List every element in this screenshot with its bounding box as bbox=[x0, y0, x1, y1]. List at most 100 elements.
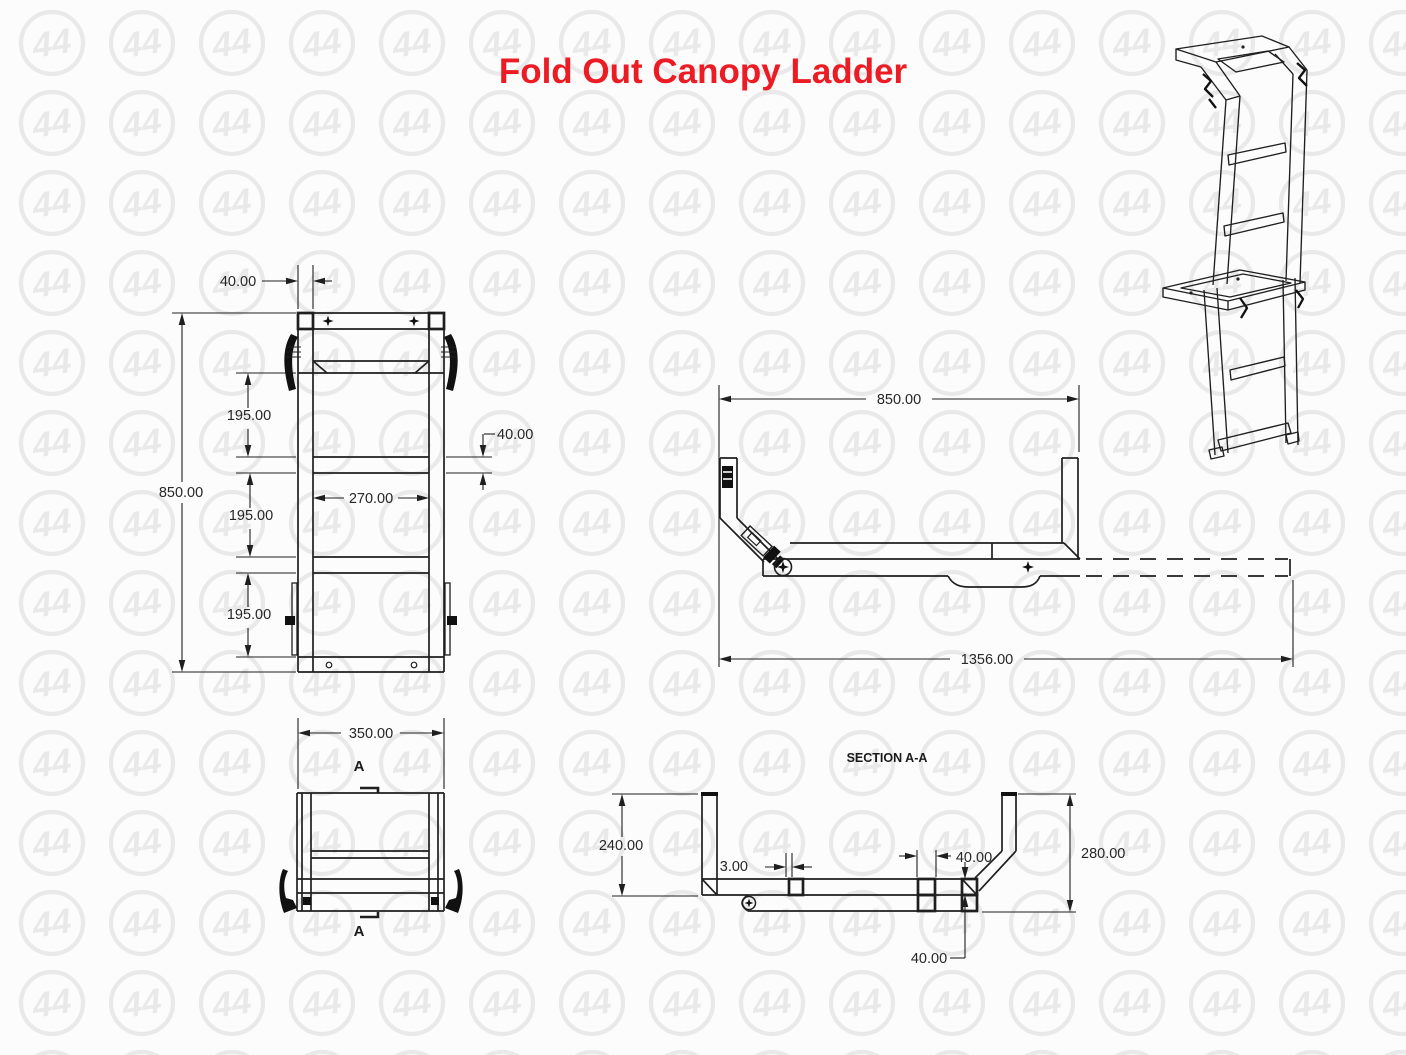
watermark-tile bbox=[921, 252, 983, 314]
watermark-tile bbox=[471, 492, 533, 554]
watermark-tile bbox=[651, 492, 713, 554]
watermark-tile bbox=[651, 812, 713, 874]
watermark-tile bbox=[1191, 492, 1253, 554]
watermark-tile bbox=[561, 172, 623, 234]
watermark-tile bbox=[201, 12, 263, 74]
watermark-tile bbox=[111, 812, 173, 874]
dim-arrow bbox=[479, 473, 487, 485]
watermark-tile bbox=[21, 732, 83, 794]
watermark-tile bbox=[1011, 972, 1073, 1034]
watermark-tile bbox=[21, 332, 83, 394]
dim-arrow bbox=[178, 660, 186, 672]
section-right-post-cap bbox=[1001, 792, 1017, 796]
center-mark-star bbox=[777, 561, 789, 573]
front-left-hinge-bolt bbox=[285, 616, 295, 625]
watermark-tile bbox=[111, 892, 173, 954]
watermark-tile bbox=[291, 652, 353, 714]
watermark-tile bbox=[561, 92, 623, 154]
watermark-tile bbox=[381, 412, 443, 474]
watermark-tile bbox=[381, 332, 443, 394]
watermark-tile bbox=[1371, 892, 1406, 954]
page-title: Fold Out Canopy Ladder bbox=[499, 52, 908, 91]
watermark-tile bbox=[291, 812, 353, 874]
watermark-tile bbox=[201, 972, 263, 1034]
watermark-tile bbox=[921, 892, 983, 954]
watermark-tile bbox=[471, 572, 533, 634]
watermark-tile bbox=[381, 12, 443, 74]
watermark-tile bbox=[1371, 652, 1406, 714]
watermark-tile bbox=[1011, 12, 1073, 74]
watermark-tile bbox=[21, 252, 83, 314]
watermark-tile bbox=[1281, 892, 1343, 954]
section-hinge-circle bbox=[741, 895, 757, 911]
watermark-tile bbox=[831, 332, 893, 394]
watermark-tile bbox=[741, 172, 803, 234]
drawing-line bbox=[719, 517, 765, 563]
front-left-latch bbox=[284, 334, 298, 391]
watermark-tile bbox=[921, 732, 983, 794]
dim-arrow bbox=[792, 863, 804, 871]
iso-head-left-slope bbox=[1200, 61, 1241, 101]
watermark-tile bbox=[21, 652, 83, 714]
watermark-tile bbox=[651, 332, 713, 394]
dim-side-extended-length: 1356.00 bbox=[961, 652, 1013, 668]
watermark-tile bbox=[21, 172, 83, 234]
watermark-tile bbox=[471, 892, 533, 954]
iso-head-left-cap bbox=[1175, 49, 1202, 68]
watermark-tile bbox=[561, 652, 623, 714]
side-post-latch bbox=[722, 466, 733, 488]
watermark-tile bbox=[111, 252, 173, 314]
watermark-tile bbox=[921, 972, 983, 1034]
iso-left-rail-lower bbox=[1203, 287, 1229, 456]
drawing-line bbox=[974, 850, 1003, 879]
watermark-tile bbox=[741, 92, 803, 154]
watermark-tile bbox=[1281, 812, 1343, 874]
center-mark-star bbox=[322, 315, 334, 327]
watermark-tile bbox=[831, 812, 893, 874]
watermark-tile bbox=[291, 12, 353, 74]
watermark-tile bbox=[291, 492, 353, 554]
iso-right-rail-upper bbox=[1285, 69, 1308, 284]
watermark-tile bbox=[291, 732, 353, 794]
dim-front-spacing-bottom: 195.00 bbox=[227, 607, 271, 623]
dim-arrow bbox=[774, 863, 786, 871]
iso-right-foot bbox=[1285, 431, 1300, 445]
front-base-hole-right bbox=[410, 661, 418, 669]
hidden-extension-lines bbox=[1086, 558, 1291, 577]
watermark-tile bbox=[1101, 892, 1163, 954]
dim-plan-width: 350.00 bbox=[349, 726, 393, 742]
watermark-tile bbox=[741, 812, 803, 874]
watermark-tile bbox=[561, 972, 623, 1034]
watermark-tile bbox=[1011, 332, 1073, 394]
drawing-line bbox=[312, 360, 328, 374]
watermark-tile bbox=[1281, 652, 1343, 714]
watermark-tile bbox=[1371, 492, 1406, 554]
watermark-tile bbox=[21, 572, 83, 634]
watermark-tile bbox=[111, 92, 173, 154]
watermark-tile bbox=[201, 812, 263, 874]
watermark-tile bbox=[291, 92, 353, 154]
watermark-tile bbox=[291, 572, 353, 634]
iso-platform-thickness bbox=[1162, 282, 1306, 311]
watermark-tile bbox=[381, 172, 443, 234]
dim-arrow bbox=[1281, 655, 1293, 663]
tube-section bbox=[960, 893, 979, 913]
watermark-tile bbox=[111, 172, 173, 234]
watermark-tile bbox=[921, 172, 983, 234]
watermark-tile bbox=[21, 972, 83, 1034]
watermark-tile bbox=[1371, 172, 1406, 234]
dim-front-spacing-top: 195.00 bbox=[227, 408, 271, 424]
watermark-tile bbox=[1281, 172, 1343, 234]
watermark-tile bbox=[831, 972, 893, 1034]
watermark-tile bbox=[381, 92, 443, 154]
watermark-tile bbox=[831, 572, 893, 634]
watermark-tile bbox=[471, 172, 533, 234]
dim-arrow bbox=[313, 277, 325, 285]
watermark-tile bbox=[471, 812, 533, 874]
watermark-tile bbox=[1011, 92, 1073, 154]
watermark-tile bbox=[381, 812, 443, 874]
watermark-tile bbox=[831, 652, 893, 714]
dim-arrow bbox=[1066, 794, 1074, 806]
watermark-tile bbox=[831, 172, 893, 234]
